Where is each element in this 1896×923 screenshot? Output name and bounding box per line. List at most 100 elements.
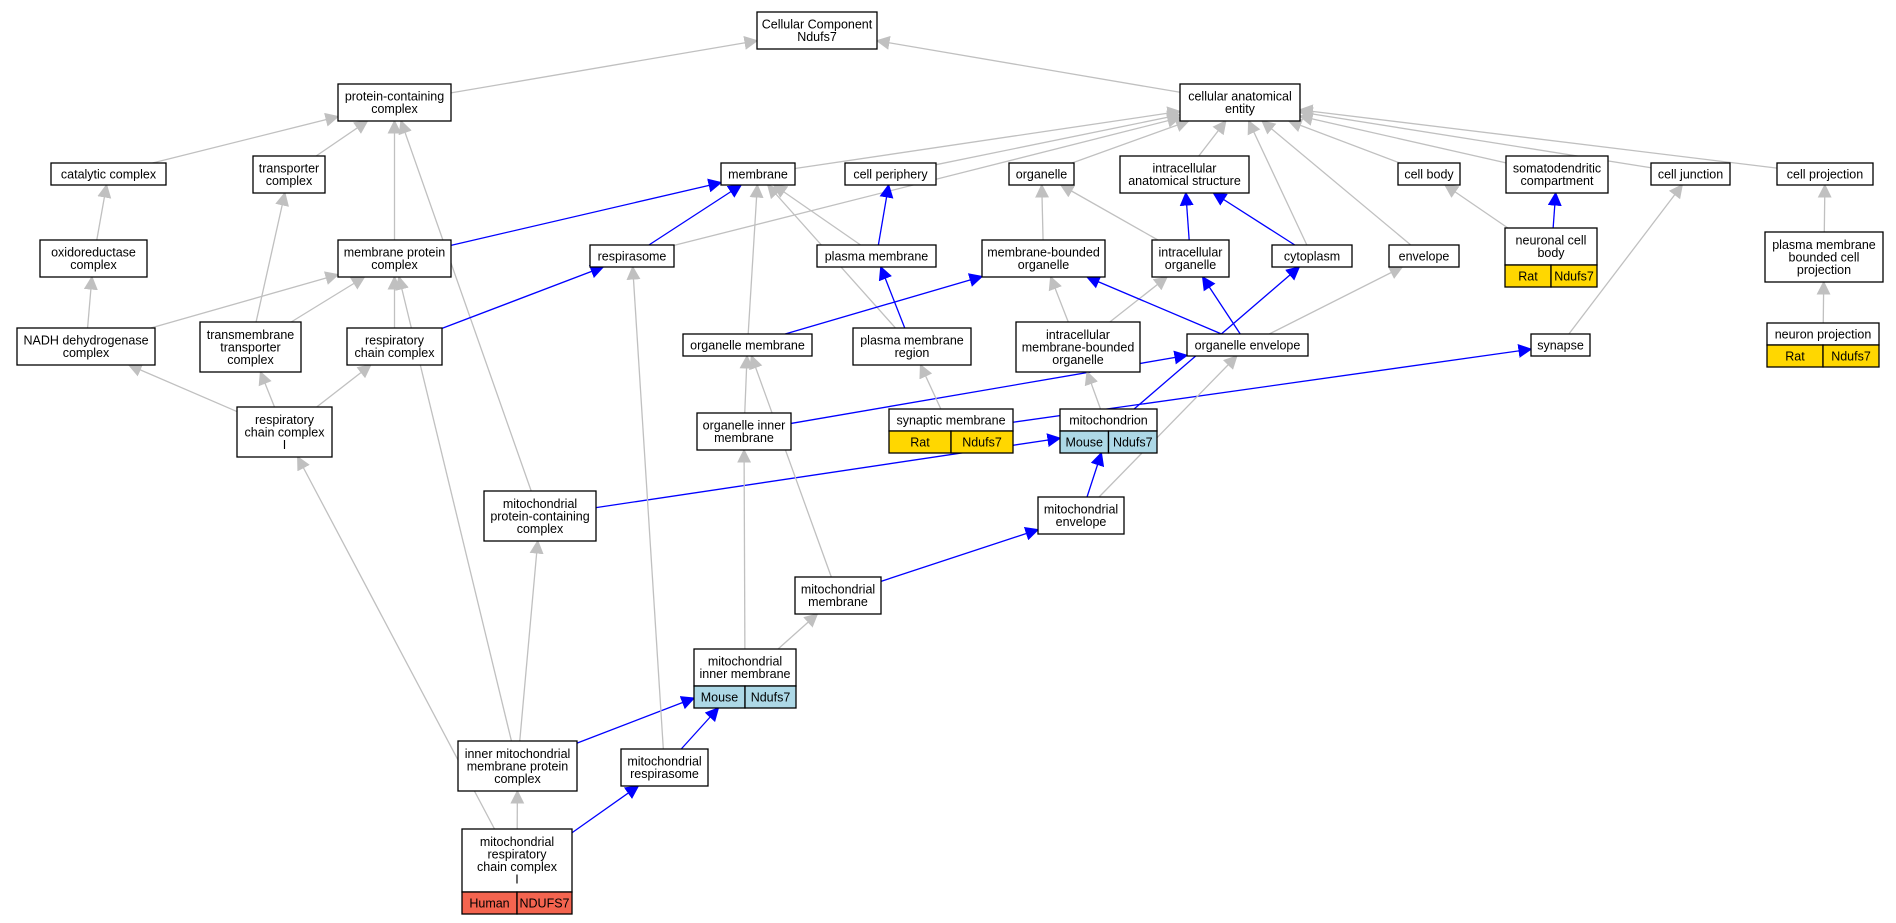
node-box xyxy=(693,648,797,687)
node-celljunc[interactable]: cell junction xyxy=(1650,162,1731,186)
node-orgenv[interactable]: organelle envelope xyxy=(1186,333,1309,357)
edge-mitoinner-to-mitomem xyxy=(777,613,819,650)
node-box xyxy=(620,748,709,787)
node-envelope[interactable]: envelope xyxy=(1388,244,1460,268)
node-box xyxy=(337,239,452,278)
gene-label: Ndufs7 xyxy=(1831,350,1871,364)
edge-orgenv-to-icorg xyxy=(1201,275,1241,335)
node-label: oxidoreductase xyxy=(51,246,136,260)
node-label: transporter xyxy=(220,340,280,354)
node-label: membrane xyxy=(728,167,788,181)
edge-transporter-to-protcomplex xyxy=(315,120,369,157)
node-label: respirasome xyxy=(630,767,699,781)
edge-icorg-to-intracell xyxy=(1179,191,1194,241)
gene-tag xyxy=(950,430,1014,454)
node-label: entity xyxy=(1225,102,1256,116)
node-label: Ndufs7 xyxy=(797,30,837,44)
edge-synmem-to-pmregion xyxy=(919,363,942,410)
node-organelle[interactable]: organelle xyxy=(1008,162,1075,186)
edge-mitoinner-to-orginner xyxy=(737,448,752,650)
node-label: chain complex xyxy=(355,346,436,360)
gene-label: Ndufs7 xyxy=(1113,436,1153,450)
node-membrane[interactable]: membrane xyxy=(720,162,796,186)
edge-synapse-to-celljunc xyxy=(1568,183,1683,335)
node-box xyxy=(1008,162,1075,186)
edge-cae-to-root xyxy=(875,35,1181,93)
edge-mrcc1-to-mitoresp xyxy=(571,785,640,834)
node-label: complex xyxy=(494,772,541,786)
species-label: Rat xyxy=(1785,350,1805,364)
edge-imm-to-mitoinner xyxy=(576,696,696,744)
node-box xyxy=(1776,162,1874,186)
node-cytoplasm[interactable]: cytoplasm xyxy=(1271,244,1353,268)
edge-cytoplasm-to-intracell xyxy=(1212,192,1296,246)
node-respirasome[interactable]: respirasome xyxy=(589,244,675,268)
edge-respirasome-to-membrane xyxy=(648,184,743,246)
node-box xyxy=(1271,244,1353,268)
node-label: plasma membrane xyxy=(825,249,929,263)
node-box xyxy=(1530,333,1591,357)
edge-membrane-to-cae xyxy=(794,106,1182,170)
node-label: body xyxy=(1537,246,1565,260)
node-box xyxy=(39,239,148,278)
node-label: plasma membrane xyxy=(1772,238,1876,252)
edge-envelope-to-cae xyxy=(1261,120,1412,246)
node-cellperiph[interactable]: cell periphery xyxy=(844,162,937,186)
node-label: complex xyxy=(371,102,418,116)
node-label: membrane protein xyxy=(467,759,568,773)
node-box xyxy=(252,155,326,194)
edge-mitoenv-to-mito xyxy=(1086,451,1105,498)
edge-nadh-to-oxido xyxy=(83,275,98,329)
edge-memprot-to-membrane xyxy=(450,178,723,246)
node-label: mitochondrial xyxy=(503,497,577,511)
node-label: organelle xyxy=(1016,167,1067,181)
gene-tag xyxy=(1822,344,1880,368)
node-catalytic[interactable]: catalytic complex xyxy=(50,162,167,186)
node-label: envelope xyxy=(1056,515,1107,529)
edge-catalytic-to-protcomplex xyxy=(152,112,340,164)
node-cellbody[interactable]: cell body xyxy=(1397,162,1461,186)
edge-orgenv-to-envelope xyxy=(1269,266,1404,335)
node-label: complex xyxy=(70,258,117,272)
node-box xyxy=(1388,244,1460,268)
node-box xyxy=(461,828,573,893)
edge-orgmem-to-membrane xyxy=(747,183,764,335)
edge-tmtrans-to-transporter xyxy=(255,191,289,323)
node-orgmem[interactable]: organelle membrane xyxy=(682,333,813,357)
node-cellproj[interactable]: cell projection xyxy=(1776,162,1874,186)
node-synapse[interactable]: synapse xyxy=(1530,333,1591,357)
node-label: compartment xyxy=(1521,174,1594,188)
node-plasmamem[interactable]: plasma membrane xyxy=(816,244,937,268)
edge-membound-to-organelle xyxy=(1035,183,1050,241)
edge-mitoresp-to-mitoinner xyxy=(680,706,720,750)
